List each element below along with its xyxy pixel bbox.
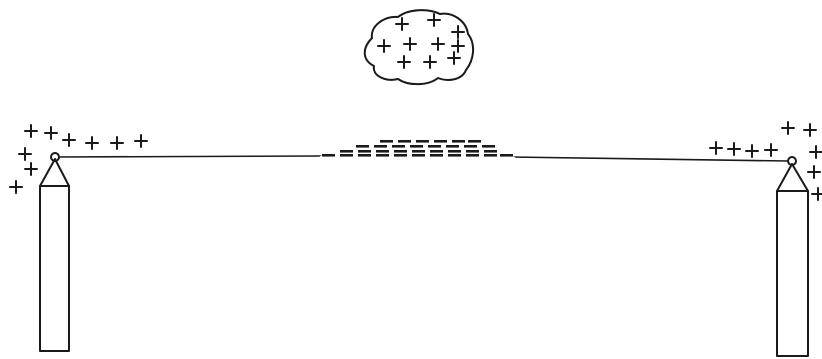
line-negative-charges bbox=[318, 138, 516, 158]
right-tower-cap bbox=[777, 164, 808, 191]
cloud-positive-charge bbox=[448, 52, 460, 64]
line-negative-charge bbox=[500, 154, 513, 157]
left-tower-positive-charge bbox=[19, 148, 31, 160]
line-negative-charge bbox=[392, 145, 405, 148]
cloud-positive-charge bbox=[424, 56, 436, 68]
line-negative-charge bbox=[466, 150, 479, 153]
line-negative-charge bbox=[374, 145, 387, 148]
cloud-positive-charge bbox=[378, 40, 390, 52]
line-negative-charge bbox=[428, 145, 441, 148]
line-negative-charge bbox=[356, 145, 369, 148]
left-tower-positive-charge bbox=[111, 137, 123, 149]
line-negative-charge bbox=[394, 150, 407, 153]
left-tower-positive-charge bbox=[45, 127, 57, 139]
line-negative-charge bbox=[394, 154, 407, 157]
line-negative-charge bbox=[412, 154, 425, 157]
right-tower-body bbox=[777, 191, 808, 356]
line-negative-charge bbox=[340, 150, 353, 153]
line-negative-charge bbox=[448, 150, 461, 153]
cloud-positive-charge bbox=[432, 38, 444, 50]
line-negative-charge bbox=[376, 154, 389, 157]
line-negative-charge bbox=[466, 154, 479, 157]
right-tower-positive-charge bbox=[808, 166, 820, 178]
left-tower-positive-charge bbox=[25, 163, 37, 175]
left-tower-positive-charge bbox=[25, 125, 37, 137]
line-negative-charge bbox=[380, 140, 393, 143]
cloud-positive-charge bbox=[404, 38, 416, 50]
line-negative-charge bbox=[484, 154, 497, 157]
line-negative-charge bbox=[416, 140, 429, 143]
line-negative-charge bbox=[452, 140, 465, 143]
line-negative-charge bbox=[376, 150, 389, 153]
line-negative-charge bbox=[430, 154, 443, 157]
cloud-positive-charge bbox=[398, 56, 410, 68]
right-tower-positive-charge bbox=[782, 122, 794, 134]
right-tower-positive-charge bbox=[804, 124, 816, 136]
line-negative-charge bbox=[448, 154, 461, 157]
right-tower-positive-charge bbox=[765, 144, 777, 156]
line-negative-charge bbox=[468, 140, 481, 143]
left-tower bbox=[40, 153, 69, 351]
line-negative-charge bbox=[430, 150, 443, 153]
line-negative-charge bbox=[410, 145, 423, 148]
cloud-positive-charge bbox=[452, 40, 464, 52]
right-tower-positive-charge bbox=[810, 146, 822, 158]
left-tower-positive-charge bbox=[86, 137, 98, 149]
cloud bbox=[365, 10, 473, 84]
cloud-outline bbox=[365, 10, 473, 84]
left-tower-body bbox=[40, 186, 69, 351]
line-negative-charge bbox=[398, 140, 411, 143]
left-tower-cap bbox=[40, 159, 69, 186]
line-negative-charge bbox=[358, 154, 371, 157]
line-negative-charge bbox=[434, 140, 447, 143]
line-negative-charge bbox=[484, 150, 497, 153]
right-tower-positive-charge bbox=[746, 145, 758, 157]
left-tower-positive-charge bbox=[135, 135, 147, 147]
left-tower-positive-charge bbox=[63, 134, 75, 146]
cloud-charge-group bbox=[378, 14, 464, 68]
left-positive-charge-group bbox=[10, 125, 147, 193]
line-negative-charge bbox=[482, 145, 495, 148]
line-negative-charge bbox=[340, 154, 353, 157]
cloud-positive-charge bbox=[396, 18, 408, 30]
right-tower-positive-charge bbox=[812, 188, 822, 200]
right-tower bbox=[777, 157, 808, 356]
left-tower-positive-charge bbox=[10, 181, 22, 193]
line-negative-charge bbox=[358, 150, 371, 153]
cloud-positive-charge bbox=[452, 26, 464, 38]
right-tower-positive-charge bbox=[728, 143, 740, 155]
line-negative-charge bbox=[464, 145, 477, 148]
cloud-positive-charge bbox=[428, 14, 440, 26]
line-negative-charge bbox=[322, 154, 335, 157]
right-tower-positive-charge bbox=[710, 142, 722, 154]
line-negative-charge bbox=[446, 145, 459, 148]
line-negative-charge bbox=[412, 150, 425, 153]
